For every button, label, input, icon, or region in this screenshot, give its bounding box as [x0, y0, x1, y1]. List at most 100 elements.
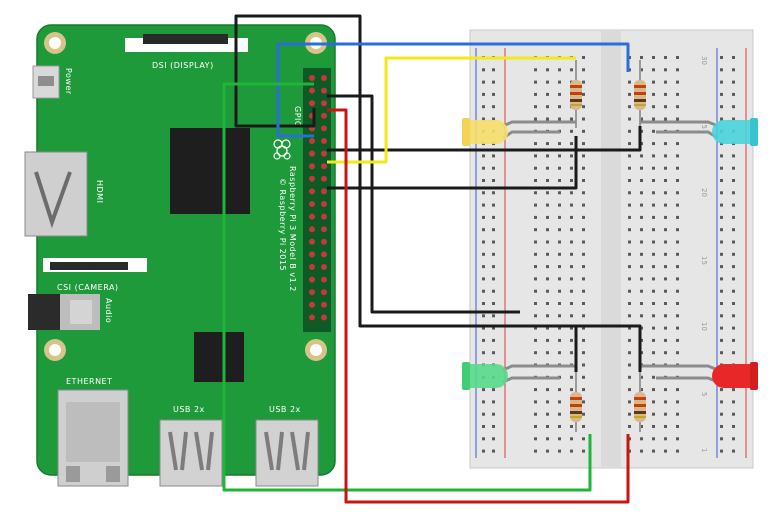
breadboard-hole: [732, 117, 735, 121]
breadboard-hole: [558, 326, 561, 330]
breadboard-hole: [482, 228, 485, 232]
breadboard-hole: [664, 92, 667, 96]
gpio-pin: [309, 100, 315, 107]
breadboard-hole: [676, 80, 679, 84]
breadboard-hole: [652, 326, 655, 330]
breadboard-hole: [482, 240, 485, 244]
breadboard-hole: [676, 449, 679, 453]
breadboard-hole: [534, 277, 537, 281]
breadboard-hole: [628, 179, 631, 182]
breadboard-hole: [582, 166, 585, 170]
breadboard-hole: [652, 289, 655, 293]
breadboard-hole: [492, 338, 495, 342]
breadboard-hole: [582, 142, 585, 146]
breadboard-hole: [534, 338, 537, 342]
led-cyan: [712, 118, 758, 146]
breadboard-hole: [664, 437, 667, 441]
breadboard-hole: [628, 142, 631, 146]
breadboard-hole: [558, 351, 561, 355]
breadboard-hole: [558, 117, 561, 121]
breadboard-hole: [732, 203, 735, 207]
breadboard-hole: [676, 277, 679, 281]
breadboard-hole: [582, 437, 585, 441]
breadboard-hole: [628, 302, 631, 305]
breadboard-hole: [720, 179, 723, 182]
breadboard-hole: [628, 338, 631, 342]
breadboard-hole: [720, 191, 723, 195]
breadboard-hole: [534, 388, 537, 392]
breadboard-hole: [652, 56, 655, 59]
breadboard-hole: [664, 400, 667, 404]
wire-black-2: [360, 324, 642, 372]
breadboard-hole: [558, 289, 561, 293]
breadboard-hole: [720, 203, 723, 207]
breadboard-hole: [558, 92, 561, 96]
breadboard-hole: [482, 252, 485, 256]
breadboard-hole: [720, 314, 723, 318]
breadboard-hole: [492, 400, 495, 404]
breadboard-hole: [652, 252, 655, 256]
breadboard-hole: [546, 400, 549, 404]
breadboard-hole: [582, 240, 585, 244]
breadboard-hole: [652, 388, 655, 392]
breadboard-hole: [628, 215, 631, 219]
breadboard-hole: [570, 215, 573, 219]
resistor-3: [570, 372, 582, 432]
breadboard-hole: [534, 80, 537, 84]
breadboard-hole: [546, 425, 549, 428]
breadboard-hole: [676, 326, 679, 330]
breadboard-hole: [640, 117, 643, 121]
breadboard-hole: [582, 215, 585, 219]
breadboard-hole: [664, 166, 667, 170]
breadboard-hole: [492, 166, 495, 170]
breadboard-hole: [676, 265, 679, 269]
gpio-pin: [309, 150, 315, 157]
breadboard-hole: [570, 388, 573, 392]
breadboard-hole: [664, 240, 667, 244]
breadboard-hole: [676, 179, 679, 182]
breadboard-hole: [534, 166, 537, 170]
breadboard-hole: [628, 277, 631, 281]
breadboard-hole: [482, 314, 485, 318]
breadboard-hole: [640, 56, 643, 59]
breadboard-hole: [676, 166, 679, 170]
breadboard-hole: [652, 92, 655, 96]
breadboard-hole: [546, 437, 549, 441]
breadboard-hole: [546, 142, 549, 146]
breadboard-hole: [558, 437, 561, 441]
breadboard-hole: [652, 179, 655, 182]
gpio-pin: [309, 213, 315, 220]
gpio-pin: [321, 163, 327, 170]
breadboard-hole: [582, 302, 585, 305]
breadboard-hole: [534, 191, 537, 195]
breadboard-hole: [676, 92, 679, 96]
breadboard-hole: [732, 154, 735, 158]
usb2-label: USB 2x: [269, 405, 301, 414]
breadboard-hole: [482, 338, 485, 342]
breadboard-hole: [492, 68, 495, 72]
breadboard-hole: [628, 228, 631, 232]
breadboard-hole: [482, 277, 485, 281]
breadboard-hole: [570, 449, 573, 453]
breadboard-hole: [482, 117, 485, 121]
breadboard-hole: [558, 265, 561, 269]
breadboard-hole: [664, 191, 667, 195]
wire-yellow: [327, 56, 576, 164]
breadboard-hole: [582, 412, 585, 416]
breadboard-hole: [640, 215, 643, 219]
breadboard-hole: [570, 289, 573, 293]
breadboard-hole: [582, 191, 585, 195]
breadboard-hole: [492, 154, 495, 158]
gpio-pin: [321, 201, 327, 207]
breadboard-hole: [720, 228, 723, 232]
breadboard-hole: [558, 425, 561, 428]
breadboard-hole: [720, 277, 723, 281]
breadboard-hole: [546, 203, 549, 207]
led-yellow: [462, 118, 508, 146]
breadboard-hole: [546, 117, 549, 121]
breadboard-hole: [720, 56, 723, 59]
breadboard-hole: [582, 351, 585, 355]
breadboard-hole: [676, 338, 679, 342]
breadboard-hole: [664, 179, 667, 182]
breadboard-hole: [652, 203, 655, 207]
